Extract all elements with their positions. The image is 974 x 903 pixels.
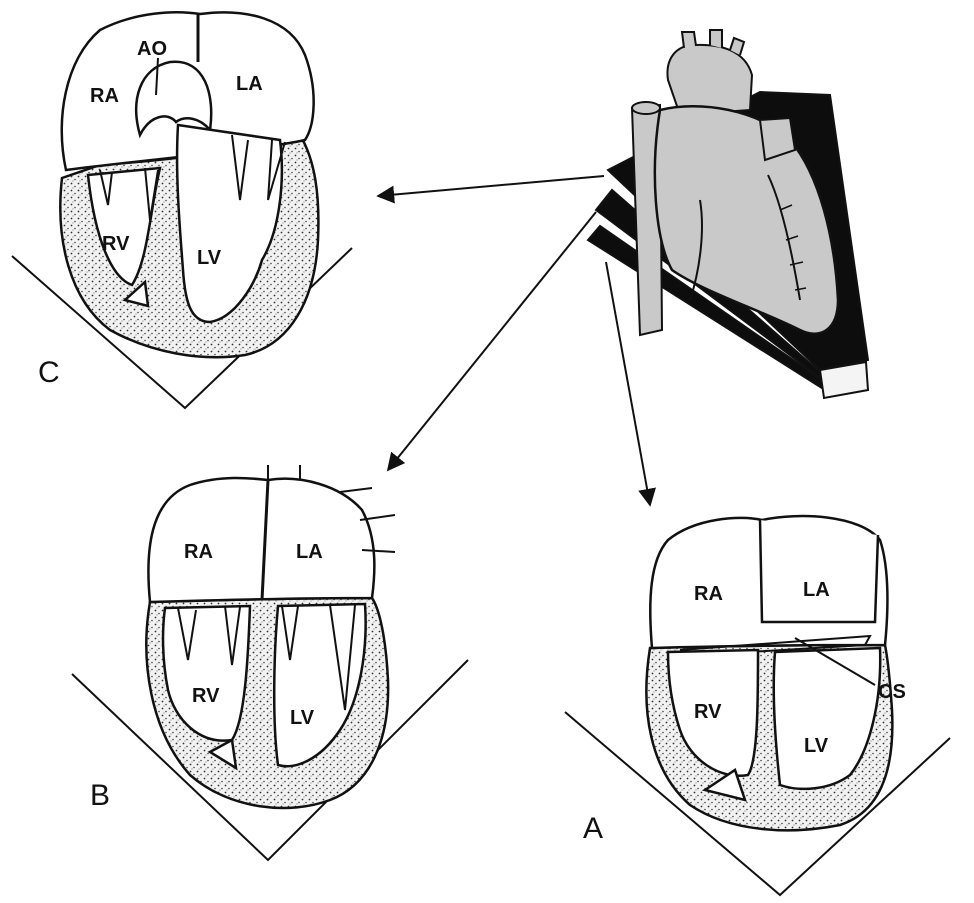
panel-b-rv-label: RV [192, 685, 220, 707]
panel-a: RA LA CS RV LV A [565, 516, 950, 895]
panel-a-la-chamber [760, 520, 878, 622]
panel-a-cs-label: CS [878, 681, 906, 703]
panel-c-ra-label: RA [90, 85, 119, 107]
panel-a-ra-label: RA [694, 583, 723, 605]
panel-b-lv-label: LV [290, 707, 315, 729]
panel-b-la-label: LA [296, 541, 323, 563]
panel-c-rv-label: RV [102, 233, 130, 255]
arrow-to-panel-b [388, 212, 596, 470]
panel-b-letter: B [90, 779, 110, 812]
panel-c-ao-label: AO [137, 38, 167, 60]
panel-c-lv-label: LV [197, 247, 222, 269]
arrow-to-panel-c [378, 176, 604, 196]
panel-a-rv-label: RV [694, 701, 722, 723]
svc-opening [632, 102, 660, 114]
panel-c-la-label: LA [236, 73, 263, 95]
panel-a-lv-label: LV [804, 735, 829, 757]
heart-3d [588, 30, 868, 398]
panel-a-letter: A [583, 812, 603, 845]
panel-a-la-label: LA [803, 579, 830, 601]
panel-b: RA LA RV LV B [72, 465, 468, 860]
panel-b-ra-label: RA [184, 541, 213, 563]
panel-c-letter: C [38, 356, 60, 389]
aortic-arch [667, 45, 752, 115]
panel-c: AO RA LA RV LV C [12, 12, 352, 408]
